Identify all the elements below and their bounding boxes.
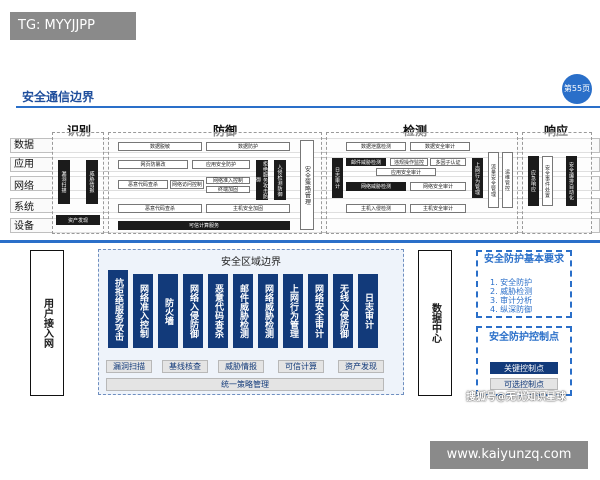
detect-app-audit: 应用安全审计 <box>376 168 436 176</box>
zone-col-web-behavior: 上网行为管理 <box>283 274 303 348</box>
zone-vuln-scan: 漏洞扫描 <box>106 360 152 373</box>
zone-col-net-audit: 网络安全审计 <box>308 274 328 348</box>
defense-malware-net: 恶意代码查杀 <box>118 180 168 189</box>
detect-mail-threat: 邮件威胁检测 <box>346 158 386 166</box>
zone-col-wireless-ips: 无线入侵防御 <box>333 274 353 348</box>
basic-req-item-3: 3. 审计分析 <box>490 296 533 305</box>
row-label-sys: 系统 <box>14 202 34 213</box>
detect-data-audit: 数据安全审计 <box>410 142 470 151</box>
basic-req-item-4: 4. 纵深防御 <box>490 305 533 314</box>
respond-emergency: 应急响应 <box>528 156 539 206</box>
key-control-point: 关键控制点 <box>490 362 558 374</box>
user-access-network: 用户接入网 <box>30 250 64 396</box>
zone-col-nac: 网络准入控制 <box>133 274 153 348</box>
defense-data-mask: 数据脱敏 <box>118 142 202 151</box>
detect-net-threat: 网络威胁检测 <box>346 182 406 191</box>
sohu-watermark: 搜狐号@无忧知识星球 <box>466 392 566 403</box>
basic-req-item-2: 2. 威胁检测 <box>490 287 533 296</box>
identify-asset-discovery: 资产发现 <box>56 215 100 225</box>
title-divider <box>16 106 600 108</box>
page-title: 安全通信边界 <box>22 90 95 104</box>
row-label-dev: 设备 <box>14 221 34 232</box>
basic-requirements-title: 安全防护基本要求 <box>484 254 564 265</box>
zone-col-log-audit: 日志审计 <box>358 274 378 348</box>
zone-trusted-compute: 可信计算 <box>278 360 324 373</box>
zone-col-mail-threat: 邮件威胁检测 <box>233 274 253 348</box>
user-access-network-label: 用户接入网 <box>41 298 53 348</box>
defense-ips: 入侵检测防御 <box>274 160 286 200</box>
row-label-net: 网络 <box>14 181 34 192</box>
bottom-watermark: www.kaiyunzq.com <box>430 441 588 469</box>
defense-nac: 网络准入控制 <box>206 177 250 184</box>
optional-control-point: 可选控制点 <box>490 378 558 390</box>
zone-col-nips: 网络入侵防御 <box>183 274 203 348</box>
detect-host-audit: 主机安全审计 <box>410 204 466 213</box>
zone-col-malware: 恶意代码查杀 <box>208 274 228 348</box>
security-zone-title: 安全区域边界 <box>221 257 281 268</box>
defense-host-harden: 主机安全加固 <box>206 204 290 213</box>
detect-violation: 违规操作监控 <box>390 158 428 166</box>
control-points-title: 安全防护控制点 <box>489 332 559 343</box>
defense-policy-mgmt: 安全策略管理 <box>300 140 314 230</box>
detect-leak: 数据泄露检测 <box>346 142 406 151</box>
zone-asset-discovery: 资产发现 <box>338 360 384 373</box>
zone-threat-intel: 威胁情报 <box>218 360 264 373</box>
basic-requirements-panel <box>476 250 572 318</box>
identify-vuln-scan: 漏洞扫描 <box>58 160 70 204</box>
defense-malware-sys: 恶意代码查杀 <box>118 204 202 213</box>
zone-unified-policy: 统一策略管理 <box>106 378 384 391</box>
detect-web-behavior: 上网行为管理 <box>472 158 483 198</box>
defense-data-protect: 数据防护 <box>206 142 290 151</box>
detect-mfa: 多因子认证 <box>430 158 466 166</box>
detect-host-ids: 主机入侵检测 <box>346 204 406 213</box>
defense-ddos: 拒绝服务攻击防御 <box>255 160 268 200</box>
top-watermark: TG: MYYJJPP <box>10 12 136 40</box>
detect-net-audit: 网络安全审计 <box>410 182 466 191</box>
defense-web-tamper: 网页防篡改 <box>118 160 188 169</box>
defense-app-protect: 应用安全防护 <box>192 160 250 169</box>
defense-endpoint-harden: 终端加固 <box>206 186 250 193</box>
zone-col-net-threat: 网络威胁检测 <box>258 274 278 348</box>
page-badge: 第55页 <box>562 74 592 104</box>
identify-threat-intel: 威胁情报 <box>86 160 98 204</box>
row-label-app: 应用 <box>14 159 34 170</box>
respond-soar: 安全编排自动化 <box>566 156 577 206</box>
detect-traffic-mgmt: 流量安全管理 <box>488 152 499 208</box>
basic-req-item-1: 1. 安全防护 <box>490 278 533 287</box>
defense-trusted-compute: 可信计算服务 <box>118 221 290 230</box>
defense-net-access: 网络访问控制 <box>170 180 204 189</box>
zone-col-firewall: 防火墙 <box>158 274 178 348</box>
detect-ops-control: 运维管控 <box>502 152 513 208</box>
zone-baseline: 基线核查 <box>162 360 208 373</box>
data-center: 数据中心 <box>418 250 452 396</box>
detect-log-audit: 日志审计 <box>332 158 343 198</box>
row-label-data: 数据 <box>14 140 34 151</box>
zone-col-anti-ddos: 抗拒绝服务攻击 <box>108 270 128 348</box>
respond-incident: 安全事件处置 <box>542 156 553 206</box>
data-center-label: 数据中心 <box>429 303 441 343</box>
section-divider <box>0 240 600 243</box>
